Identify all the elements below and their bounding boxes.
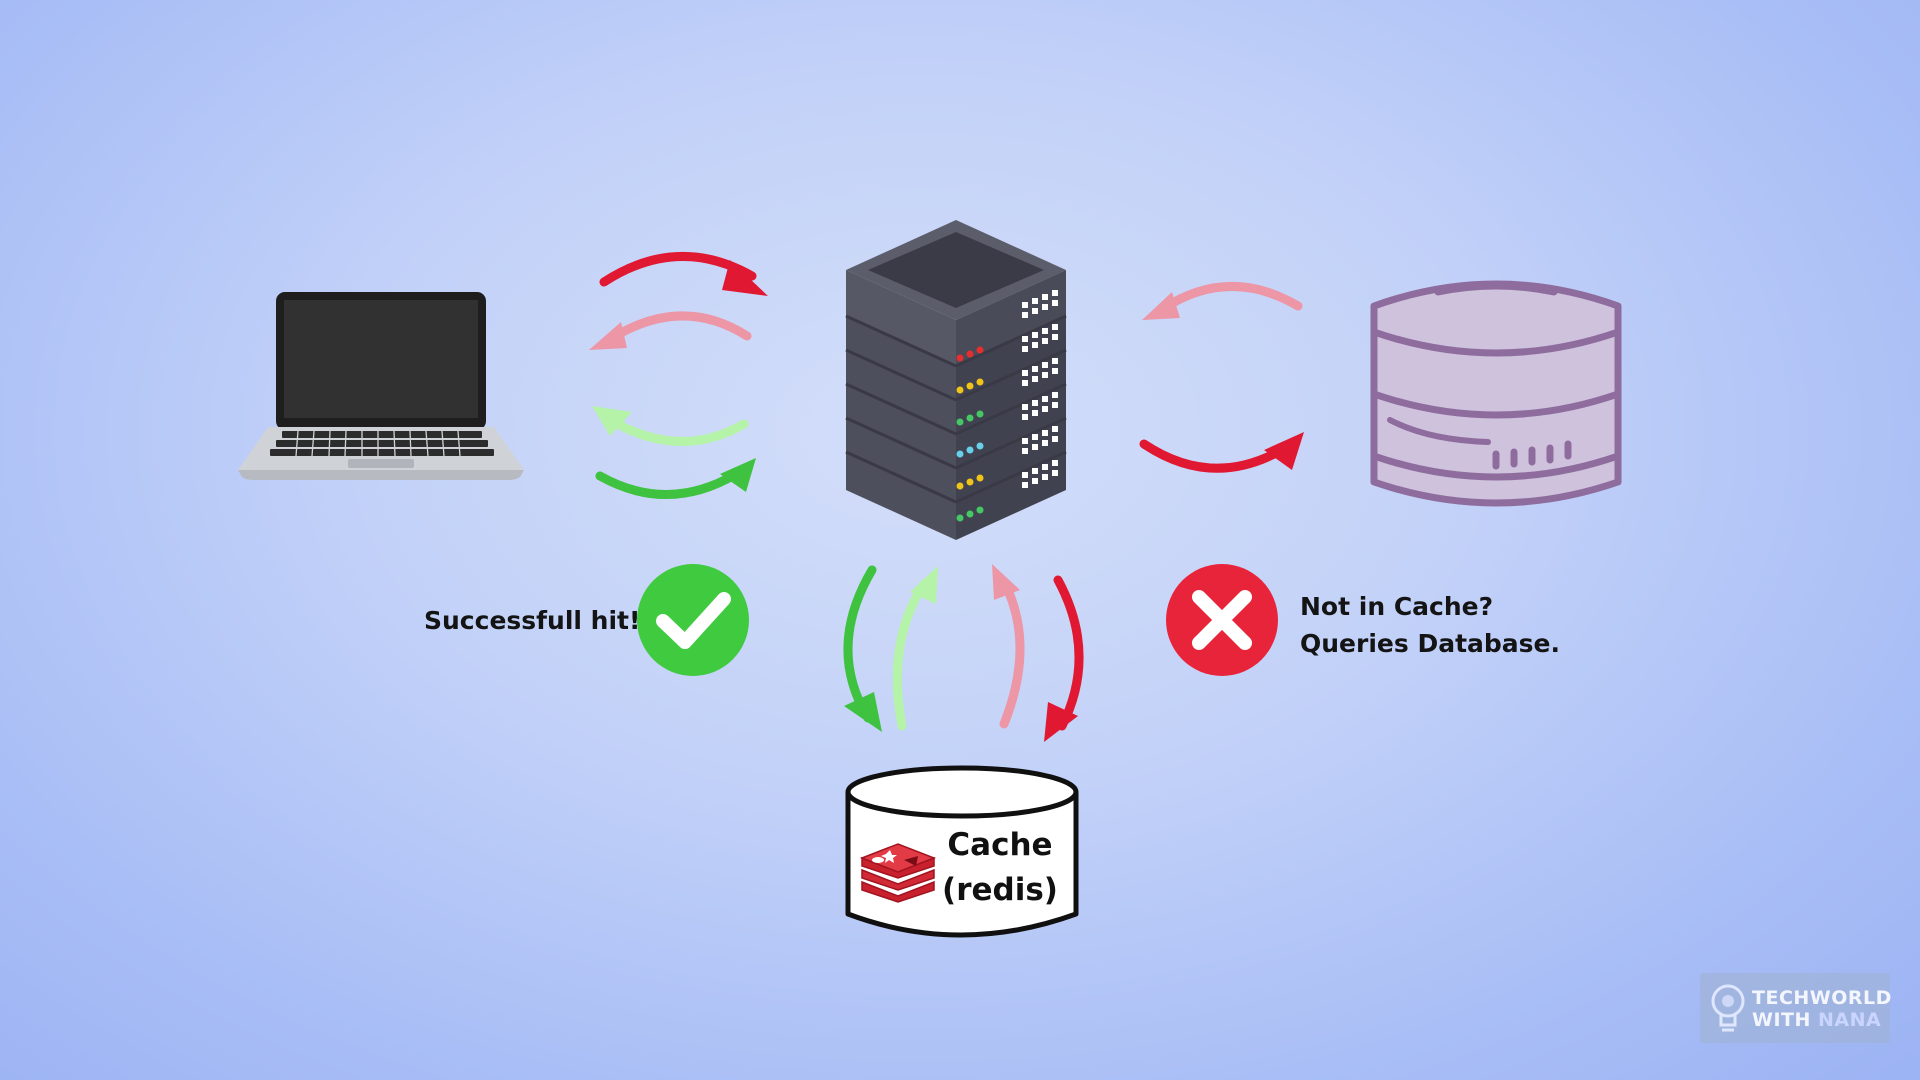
miss-label-line-1: Not in Cache? (1300, 592, 1494, 621)
arrow-response-to-client (585, 300, 755, 355)
arrow-request-to-server (599, 246, 770, 301)
watermark: TECHWORLD WITH NANA (1700, 973, 1892, 1043)
server-icon (845, 220, 1067, 542)
arrow-cached-response-to-client (588, 398, 758, 458)
arrow-cache-to-server-light-green (882, 562, 942, 732)
arrow-cached-request-to-server (595, 452, 766, 512)
lightbulb-icon (1711, 984, 1745, 1032)
arrow-server-to-cache-green (830, 565, 890, 736)
watermark-line-2b: NANA (1818, 1009, 1882, 1031)
database-icon (1368, 262, 1624, 518)
miss-label-line-2: Queries Database. (1300, 629, 1560, 658)
watermark-line-1: TECHWORLD (1752, 987, 1892, 1009)
cache-label: Cache (redis) (940, 823, 1060, 913)
cache-label-line-1: Cache (947, 827, 1053, 863)
watermark-line-2a: WITH (1752, 1009, 1819, 1031)
hit-label: Successfull hit! (424, 606, 641, 635)
checkmark-icon (636, 563, 750, 677)
cross-icon (1165, 563, 1279, 677)
arrow-server-to-database (1139, 428, 1310, 488)
watermark-text: TECHWORLD WITH NANA (1752, 987, 1892, 1031)
arrow-cache-to-server-pink (984, 560, 1044, 730)
laptop-icon (238, 290, 524, 482)
watermark-line-2: WITH NANA (1752, 1009, 1892, 1031)
cache-label-line-2: (redis) (942, 872, 1058, 908)
arrow-server-to-cache-red (1038, 575, 1098, 746)
redis-logo-icon (859, 836, 937, 903)
arrow-database-to-server (1138, 272, 1308, 327)
